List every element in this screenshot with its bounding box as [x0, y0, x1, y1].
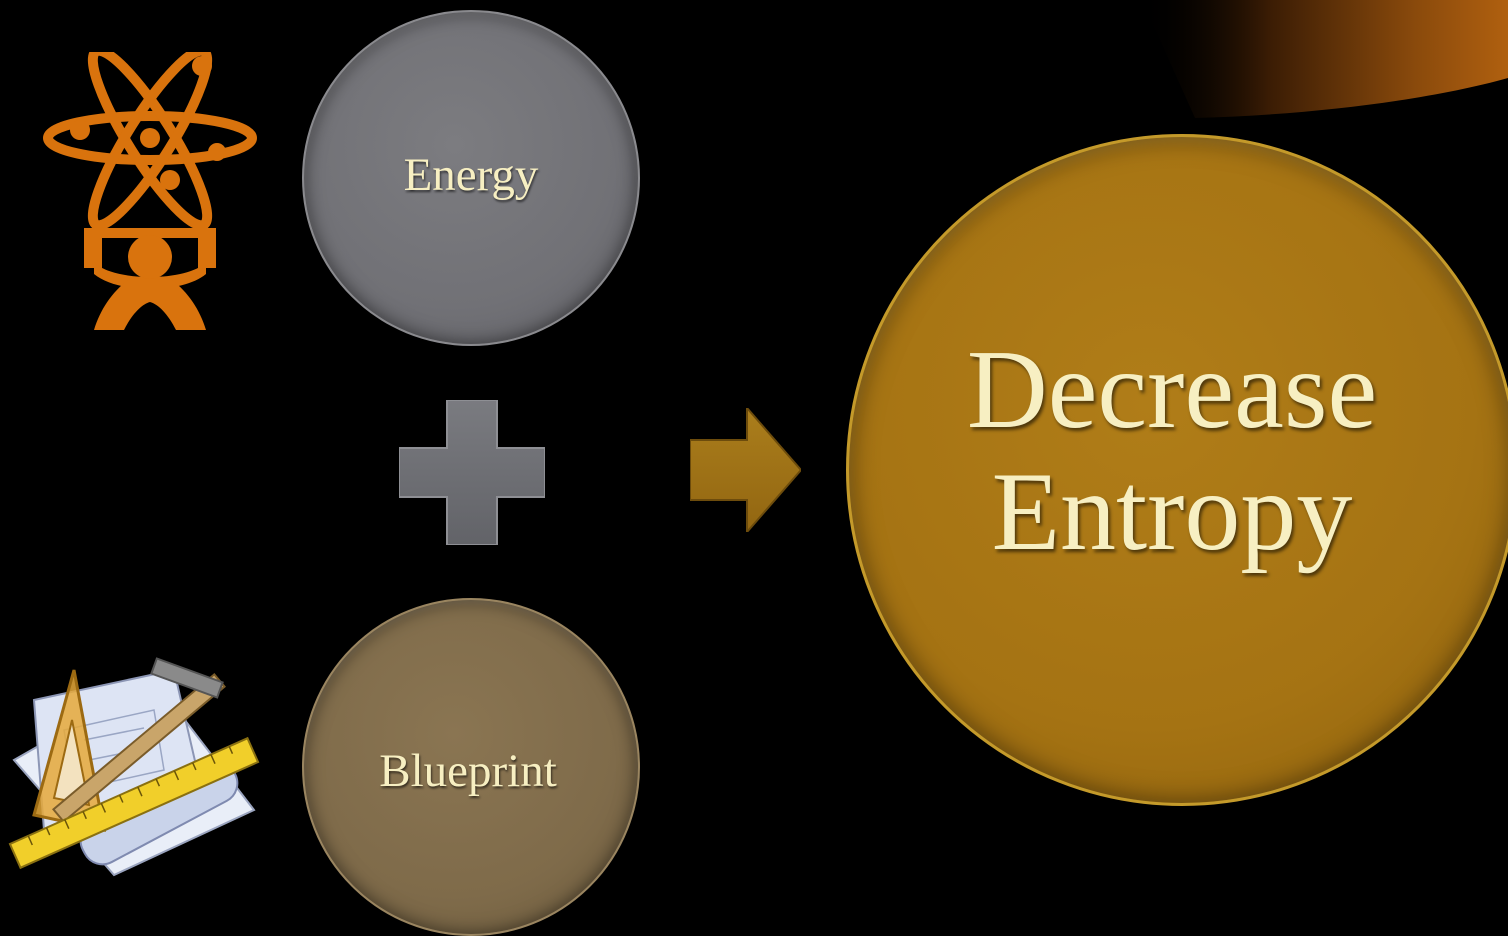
plus-icon	[399, 400, 545, 545]
energy-circle: Energy	[302, 10, 640, 346]
decorative-swoosh	[1140, 0, 1508, 118]
entropy-label-line: Entropy	[991, 450, 1353, 574]
blueprint-label: Blueprint	[379, 744, 557, 797]
decrease-entropy-circle: Decrease Entropy	[846, 134, 1508, 806]
decrease-entropy-label: Decrease Entropy	[967, 329, 1377, 573]
blueprint-circle: Blueprint	[302, 598, 640, 936]
right-arrow-icon	[690, 408, 801, 532]
energy-label: Energy	[403, 148, 539, 201]
atom-person-icon	[43, 52, 257, 330]
drafting-tools-icon	[8, 657, 260, 877]
decrease-label-line: Decrease	[966, 328, 1378, 452]
